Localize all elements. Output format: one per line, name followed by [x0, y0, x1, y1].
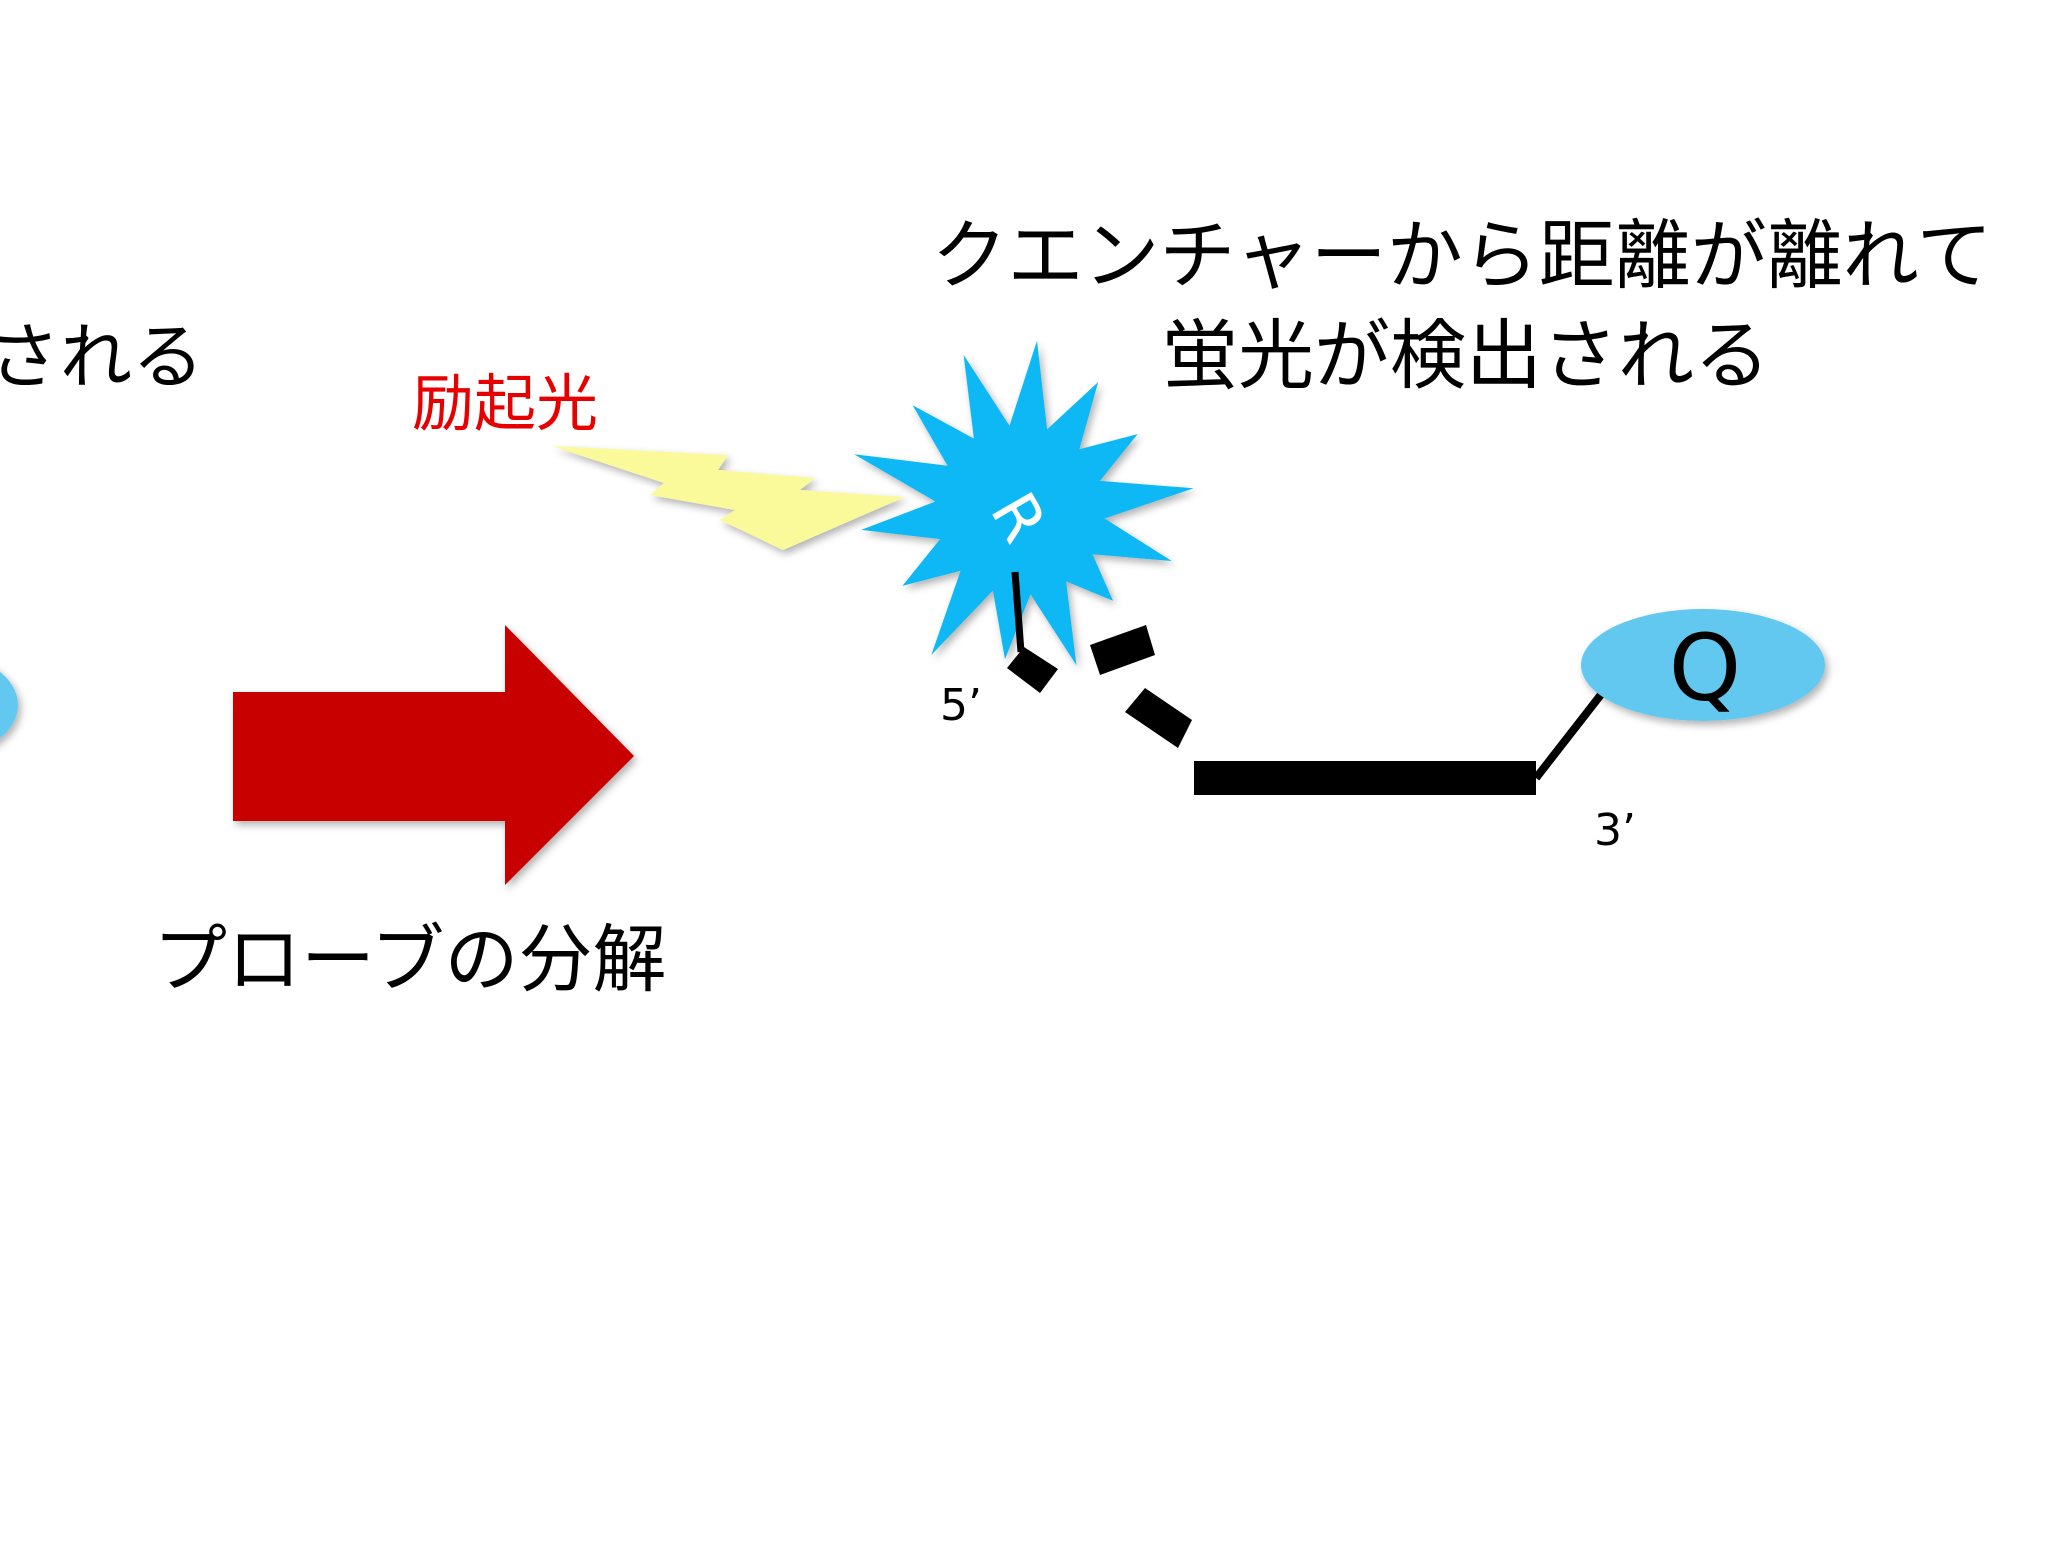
quencher-linker — [1532, 689, 1607, 781]
strand-fragment — [1007, 647, 1058, 693]
quencher-label: Q — [1669, 615, 1741, 722]
three-prime-label: 3’ — [1594, 805, 1636, 856]
quencher-ellipse — [1581, 609, 1825, 721]
result-caption-line2: 蛍光が検出される — [1162, 311, 1770, 400]
five-prime-label: 5’ — [940, 680, 982, 731]
left-fragment-text: される — [0, 315, 204, 399]
excitation-label: 励起光 — [412, 367, 598, 440]
arrow-caption: プローブの分解 — [153, 917, 667, 1003]
strand-fragment — [1125, 688, 1192, 748]
lightning-bolt-icon — [552, 446, 905, 550]
result-caption-line1: クエンチャーから距離が離れて — [932, 211, 1993, 300]
probe-strand — [1194, 761, 1536, 795]
partial-quencher-ellipse — [0, 671, 18, 739]
process-arrow — [233, 625, 634, 885]
reporter-linker — [1011, 571, 1025, 653]
strand-fragment — [1090, 625, 1155, 675]
reporter-starburst — [854, 340, 1194, 666]
